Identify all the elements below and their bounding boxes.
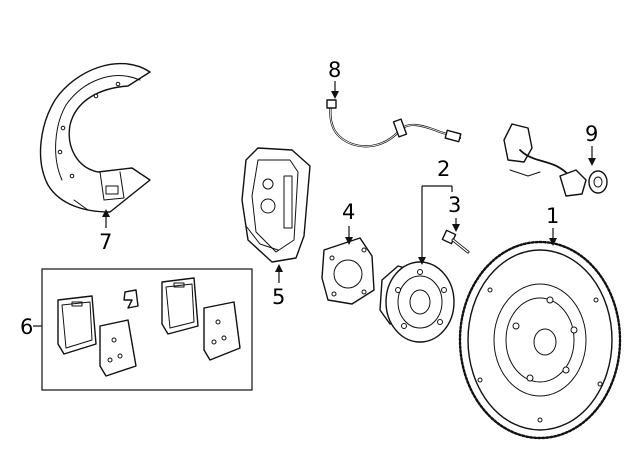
callout-1-leader (549, 228, 557, 246)
bolt-part (441, 229, 470, 254)
callout-1: 1 (546, 204, 559, 228)
callout-5-leader (275, 264, 283, 283)
callout-6: 6 (20, 315, 33, 339)
callout-4: 4 (342, 200, 355, 224)
callout-5: 5 (272, 285, 285, 309)
callout-7: 7 (99, 230, 112, 254)
callout-8-leader (331, 81, 339, 99)
callout-3: 3 (448, 193, 461, 217)
callout-3-leader (452, 218, 460, 232)
brake-caliper-part (241, 147, 311, 263)
callout-4-leader (345, 226, 353, 245)
brake-pad-part (57, 295, 97, 355)
speed-sensor-part (503, 123, 608, 197)
callout-8: 8 (328, 58, 341, 82)
brake-hose-part (326, 99, 462, 148)
callout-9-leader (588, 146, 596, 166)
brake-pad-part (203, 301, 241, 361)
splash-shield-part (39, 62, 151, 213)
hub-gasket-part (321, 237, 375, 305)
callout-2-leader (418, 185, 453, 265)
wheel-hub-part (379, 261, 455, 343)
brake-pad-part (99, 319, 137, 377)
callout-7-leader (102, 209, 110, 228)
callout-2: 2 (437, 157, 450, 181)
pad-clip-part (123, 289, 139, 309)
brake-pad-part (161, 277, 199, 335)
brake-pads-box (33, 268, 253, 391)
callout-9: 9 (585, 122, 598, 146)
brake-rotor-part (458, 240, 622, 440)
